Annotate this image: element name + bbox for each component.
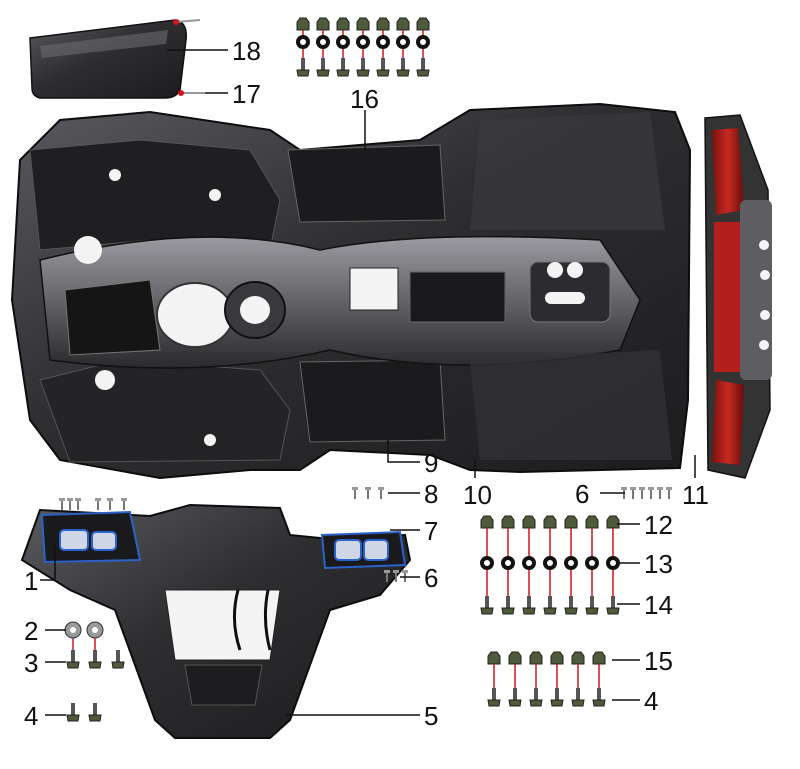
bolt-set-right [480,515,620,707]
seat-panel-part [29,19,188,99]
bolt-set-top [296,17,430,77]
panel-screw-bottom [178,90,205,96]
leader-lines [40,49,696,716]
callout-15: 15 [644,646,673,676]
callout-6-left: 6 [424,563,439,593]
callout-11: 11 [682,480,709,510]
callout-2: 2 [24,616,39,646]
headlight-right [320,530,407,570]
callout-17: 17 [232,79,261,109]
callout-14: 14 [644,590,673,620]
callout-10: 10 [463,480,492,510]
callout-16: 16 [350,84,379,114]
callout-4-left: 4 [24,701,39,731]
callout-1: 1 [24,566,39,596]
callout-7: 7 [424,516,439,546]
screw-sets [59,487,672,582]
headlight-left [40,510,142,564]
callout-4-right: 4 [644,686,659,716]
callout-3: 3 [24,648,39,678]
rear-fender-body [10,102,692,480]
front-bumper-part [20,503,412,739]
panel-screw-top [173,19,201,25]
tail-light-part [704,114,772,479]
callout-12: 12 [644,510,673,540]
callout-18: 18 [232,36,261,66]
left-hardware [64,621,125,722]
callout-8: 8 [424,479,439,509]
callout-9: 9 [424,448,439,478]
callout-5: 5 [424,701,439,731]
callout-13: 13 [644,549,673,579]
callout-6-right: 6 [575,479,590,509]
